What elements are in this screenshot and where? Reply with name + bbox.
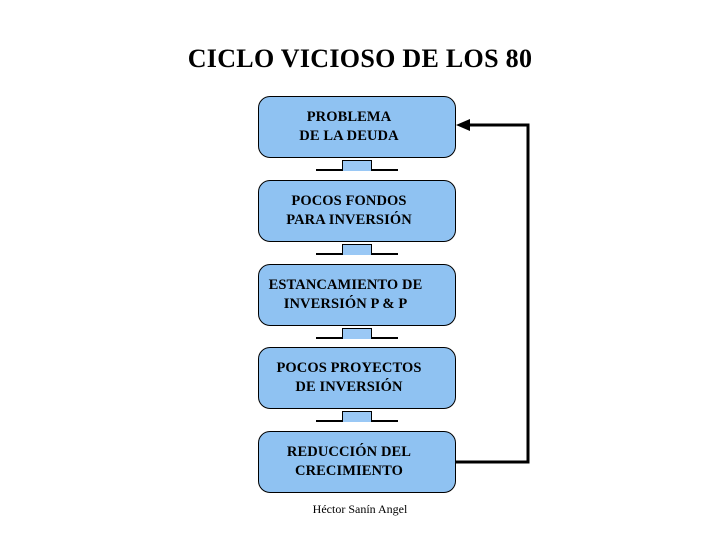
author-credit: Héctor Sanín Angel — [312, 502, 408, 516]
connector-block — [342, 160, 372, 171]
connector-block — [342, 411, 372, 422]
connector-down-arrow-4 — [316, 409, 398, 431]
flow-node-label: ESTANCAMIENTO DE INVERSIÓN P & P — [268, 277, 423, 312]
flow-node-label: PROBLEMA DE LA DEUDA — [299, 109, 399, 144]
flow-node-estancamiento-de-inversion[interactable]: ESTANCAMIENTO DE INVERSIÓN P & P — [258, 264, 456, 326]
flow-node-label: POCOS FONDOS PARA INVERSIÓN — [286, 193, 412, 228]
flow-node-pocos-proyectos-de-inversion[interactable]: POCOS PROYECTOS DE INVERSIÓN — [258, 347, 456, 409]
page-title: CICLO VICIOSO DE LOS 80 — [187, 44, 533, 73]
connector-down-arrow-3 — [316, 326, 398, 348]
flow-node-pocos-fondos-para-inversion[interactable]: POCOS FONDOS PARA INVERSIÓN — [258, 180, 456, 242]
connector-down-arrow-2 — [316, 242, 398, 264]
connector-down-arrow-1 — [316, 158, 398, 180]
flow-node-problema-de-la-deuda[interactable]: PROBLEMA DE LA DEUDA — [258, 96, 456, 158]
connector-block — [342, 328, 372, 339]
flow-node-label: POCOS PROYECTOS DE INVERSIÓN — [276, 360, 422, 395]
connector-block — [342, 244, 372, 255]
flow-node-label: REDUCCIÓN DEL CRECIMIENTO — [286, 444, 412, 479]
flow-node-reduccion-del-crecimiento[interactable]: REDUCCIÓN DEL CRECIMIENTO — [258, 431, 456, 493]
